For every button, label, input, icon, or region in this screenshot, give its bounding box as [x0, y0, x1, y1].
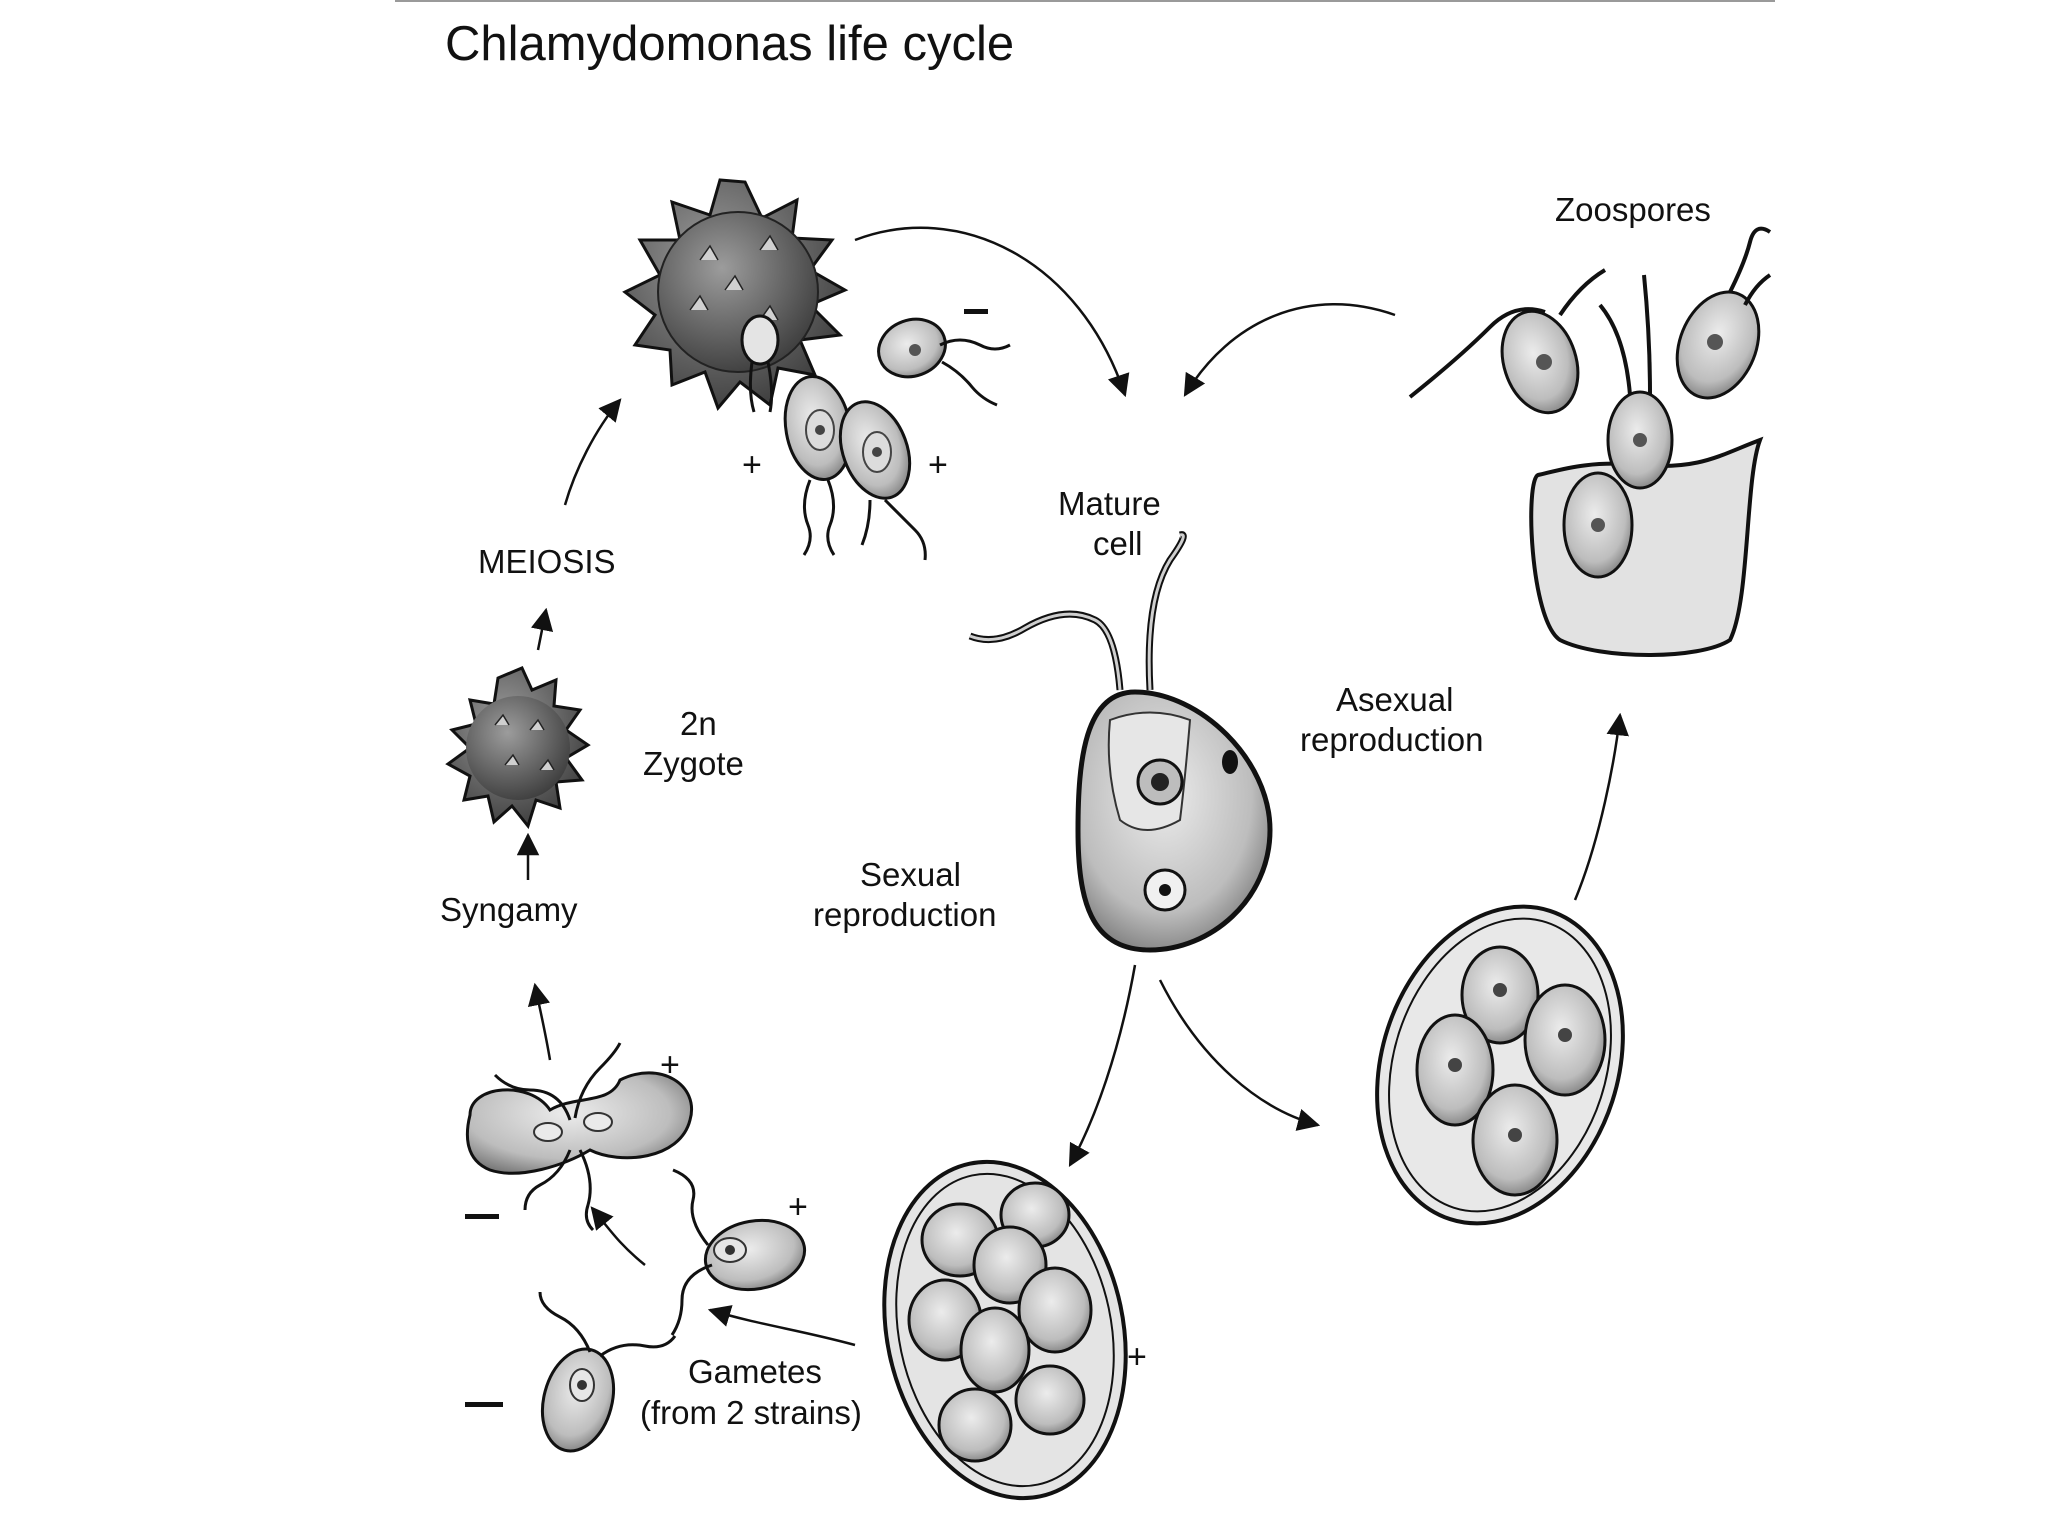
label-zygote: Zygote: [643, 745, 744, 782]
minus-sign-fusion: [465, 1214, 499, 1219]
label-meiosis: MEIOSIS: [478, 543, 616, 580]
arrow-sporangium-to-zoospores: [1573, 712, 1629, 901]
sexual-gametangium: [882, 1159, 1128, 1501]
label-sexual-line1: Sexual: [860, 856, 961, 893]
plus-sign-gametangium: +: [1127, 1338, 1147, 1376]
arrow-gametangium-to-gametes: [707, 1305, 856, 1347]
plus-sign-fusion: +: [660, 1046, 680, 1084]
released-cells-top: [783, 317, 1011, 561]
minus-gamete: [538, 1291, 677, 1453]
arrow-mature-to-gametangium: [1068, 964, 1137, 1167]
label-ploidy: 2n: [680, 705, 717, 742]
label-mature-cell-line1: Mature: [1058, 485, 1161, 522]
label-mature-cell-line2: cell: [1093, 525, 1143, 562]
arrow-zygote-to-mature: [854, 226, 1130, 398]
label-sexual-line2: reproduction: [813, 896, 997, 933]
zygote-2n: [445, 666, 591, 830]
arrow-zygote-to-meiosis: [530, 607, 554, 651]
label-asexual-line1: Asexual: [1336, 681, 1454, 718]
label-gametes-line2: (from 2 strains): [640, 1394, 862, 1431]
arrow-mature-to-sporangium: [1158, 979, 1321, 1131]
arrow-meiosis-to-germination: [563, 398, 622, 506]
fusing-gametes: [465, 1042, 693, 1232]
plus-sign-gamete: +: [788, 1188, 808, 1226]
arrow-fusion-to-syngamy: [527, 982, 552, 1061]
label-syngamy: Syngamy: [440, 891, 578, 928]
arrow-gamete-to-fusion: [590, 1206, 646, 1266]
label-gametes-line1: Gametes: [688, 1353, 822, 1390]
cycle-arrows: [516, 226, 1629, 1347]
top-rule: [395, 0, 1775, 2]
plus-sign-top-left: +: [742, 446, 762, 484]
label-asexual-line2: reproduction: [1300, 721, 1484, 758]
germinating-zygote: [622, 178, 849, 413]
minus-sign-top: [964, 309, 988, 314]
asexual-sporangium: [1375, 904, 1625, 1226]
arrow-zoospores-to-mature: [1183, 303, 1396, 397]
plus-sign-top-right: +: [928, 446, 948, 484]
diagram-title: Chlamydomonas life cycle: [445, 17, 1015, 71]
zoospores-release: [1408, 226, 1772, 657]
plus-gamete: [670, 1168, 807, 1336]
minus-sign-gamete: [465, 1402, 503, 1407]
mature-cell: [968, 531, 1273, 953]
label-zoospores: Zoospores: [1555, 191, 1711, 228]
